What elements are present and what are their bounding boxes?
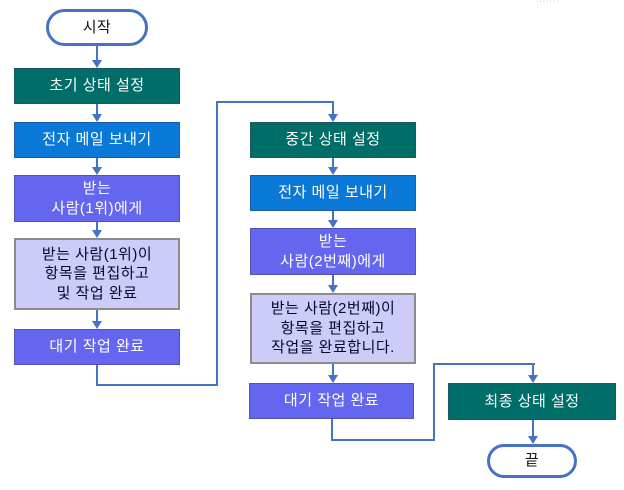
connector-final-end bbox=[532, 420, 534, 436]
connector-wait1-mid-seg2 bbox=[96, 384, 218, 386]
connector-to1-edit1 bbox=[96, 222, 98, 230]
connector-wait2-final-seg2 bbox=[331, 439, 435, 441]
connector-wait1-mid-seg1 bbox=[96, 365, 98, 384]
clipped-text-fragment: ······· bbox=[536, 0, 560, 4]
connector-to2-edit2 bbox=[332, 275, 334, 285]
node-set-interim-state: 중간 상태 설정 bbox=[250, 122, 416, 158]
arrowhead-down-icon bbox=[92, 321, 102, 329]
node-set-final-state: 최종 상태 설정 bbox=[448, 383, 616, 420]
connector-init-email1 bbox=[96, 104, 98, 114]
arrowhead-down-icon bbox=[528, 436, 538, 444]
connector-email1-to1 bbox=[96, 158, 98, 167]
arrowhead-down-icon bbox=[328, 285, 338, 293]
connector-mid-email2 bbox=[332, 158, 334, 167]
node-to-recipient-2: 받는 사람(2번째)에게 bbox=[250, 228, 416, 275]
node-wait-complete-1: 대기 작업 완료 bbox=[14, 329, 180, 365]
node-set-initial-state: 초기 상태 설정 bbox=[14, 68, 180, 104]
connector-wait1-mid-seg3 bbox=[216, 101, 218, 386]
arrowhead-down-icon bbox=[92, 167, 102, 175]
connector-edit2-wait2 bbox=[332, 364, 334, 375]
connector-start-init bbox=[96, 46, 98, 60]
node-send-email-2: 전자 메일 보내기 bbox=[250, 175, 416, 211]
connector-edit1-wait1 bbox=[96, 310, 98, 321]
node-start-terminator: 시작 bbox=[46, 9, 148, 46]
connector-wait2-final-seg1 bbox=[331, 419, 333, 439]
arrowhead-down-icon bbox=[328, 114, 338, 122]
connector-wait1-mid-seg5 bbox=[332, 101, 334, 114]
node-to-recipient-1: 받는 사람(1위)에게 bbox=[14, 175, 180, 222]
arrowhead-down-icon bbox=[92, 60, 102, 68]
node-end-terminator: 끝 bbox=[487, 444, 577, 478]
connector-wait2-final-seg5 bbox=[532, 363, 534, 375]
node-recipient-1-edits: 받는 사람(1위)이 항목을 편집하고 및 작업 완료 bbox=[14, 238, 180, 310]
arrowhead-down-icon bbox=[328, 220, 338, 228]
arrowhead-down-icon bbox=[328, 375, 338, 383]
node-send-email-1: 전자 메일 보내기 bbox=[14, 122, 180, 158]
node-recipient-2-edits: 받는 사람(2번째)이 항목을 편집하고 작업을 완료합니다. bbox=[250, 293, 416, 364]
connector-wait1-mid-seg4 bbox=[216, 101, 334, 103]
arrowhead-down-icon bbox=[528, 375, 538, 383]
arrowhead-down-icon bbox=[328, 167, 338, 175]
arrowhead-down-icon bbox=[92, 230, 102, 238]
node-wait-complete-2: 대기 작업 완료 bbox=[249, 383, 414, 419]
arrowhead-down-icon bbox=[92, 114, 102, 122]
connector-wait2-final-seg4 bbox=[433, 363, 535, 365]
connector-email2-to2 bbox=[332, 211, 334, 220]
connector-wait2-final-seg3 bbox=[433, 363, 435, 441]
